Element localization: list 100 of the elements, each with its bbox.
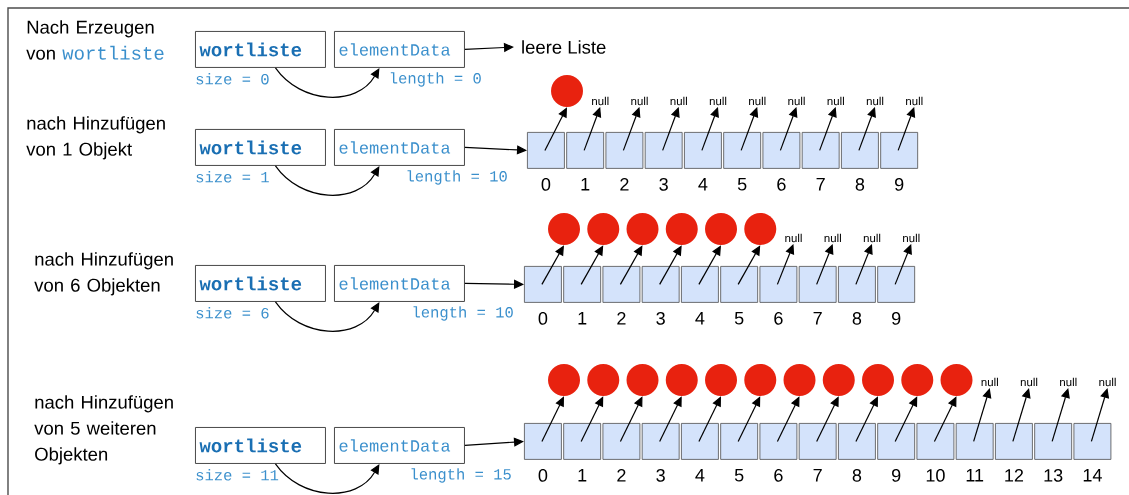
field-value: length = 0 [390, 72, 481, 87]
text-label: leere Liste [522, 40, 606, 54]
index-number: 3 [656, 312, 665, 325]
object-circle [783, 364, 816, 396]
index-number: 0 [538, 469, 548, 482]
arrow [855, 396, 878, 442]
object-circle [901, 364, 934, 396]
null-label: null [785, 233, 802, 243]
arrow [580, 245, 604, 285]
step-caption: nach Hinzufügen von 6 Objekten [34, 252, 173, 296]
object-circle [587, 213, 620, 245]
index-number: 5 [734, 312, 744, 325]
object-circle [744, 213, 777, 245]
null-label: null [1060, 377, 1077, 387]
null-label: null [981, 377, 998, 387]
null-label: null [906, 96, 923, 106]
object-circle [862, 364, 894, 396]
index-number: 2 [617, 312, 626, 325]
object-circle [705, 213, 737, 245]
index-number: 0 [538, 312, 548, 325]
arrow [580, 396, 604, 442]
curved-arrow [274, 301, 380, 332]
index-number: 4 [695, 469, 705, 482]
index-number: 7 [813, 312, 822, 325]
field-value: length = 10 [413, 306, 513, 321]
index-number: 1 [581, 178, 590, 191]
object-circle [626, 213, 659, 245]
null-label: null [709, 96, 727, 106]
arrow [698, 245, 721, 285]
null-label: null [1020, 377, 1038, 387]
index-number: 9 [895, 178, 904, 191]
arrow [544, 107, 567, 151]
arrow [894, 396, 918, 442]
arrow [776, 396, 800, 442]
arrow [737, 245, 761, 285]
step-caption: nach Hinzufügen von 5 weiteren Objekten [34, 395, 173, 465]
index-number: 14 [1083, 469, 1102, 482]
reference-box: elementData [334, 265, 465, 302]
variable-box: wortliste [195, 265, 326, 302]
index-number: 4 [695, 312, 705, 325]
object-circle [940, 364, 973, 396]
index-number: 9 [892, 469, 901, 482]
index-number: 9 [892, 312, 901, 325]
step-caption: nach Hinzufügen von 1 Objekt [26, 116, 165, 160]
arrow [619, 396, 643, 442]
field-value: length = 10 [407, 170, 507, 185]
object-circle [744, 364, 777, 396]
null-label: null [827, 96, 844, 106]
index-number: 13 [1044, 469, 1063, 482]
index-number: 1 [578, 312, 587, 325]
index-number: 5 [734, 469, 744, 482]
arrow [619, 245, 643, 285]
object-circle [665, 213, 698, 245]
index-number: 6 [774, 312, 783, 325]
object-circle [822, 364, 855, 396]
index-number: 2 [617, 469, 626, 482]
null-label: null [592, 96, 609, 106]
field-value: length = 15 [411, 468, 511, 483]
index-number: 8 [855, 178, 865, 191]
arrow [464, 279, 524, 289]
field-value: size = 11 [196, 469, 279, 481]
index-number: 1 [578, 469, 587, 482]
arrow [737, 396, 761, 442]
object-circle [587, 364, 620, 396]
object-circle [548, 213, 580, 245]
curved-arrow [274, 67, 380, 98]
object-circle [665, 364, 698, 396]
variable-box: wortliste [195, 129, 326, 166]
object-circle [548, 364, 580, 396]
null-label: null [903, 233, 920, 243]
step-caption: Nach Erzeugen von wortliste [26, 20, 164, 60]
index-number: 6 [774, 469, 783, 482]
reference-box: elementData [334, 31, 465, 68]
index-number: 12 [1005, 469, 1023, 482]
index-number: 0 [541, 178, 551, 191]
field-value: size = 6 [196, 307, 269, 319]
arrow [541, 245, 564, 285]
object-circle [705, 364, 737, 396]
null-label: null [863, 233, 881, 243]
null-label: null [631, 96, 648, 106]
null-label: null [788, 96, 805, 106]
index-number: 3 [659, 178, 668, 191]
index-number: 7 [813, 469, 822, 482]
field-value: size = 1 [196, 171, 269, 183]
variable-box: wortliste [195, 427, 326, 464]
index-number: 7 [816, 178, 825, 191]
reference-box: elementData [334, 129, 465, 166]
null-label: null [824, 233, 841, 243]
field-value: size = 0 [196, 73, 269, 85]
arrow [659, 396, 682, 442]
null-label: null [749, 96, 766, 106]
curved-arrow [274, 463, 380, 494]
arrow [464, 437, 524, 447]
arrow [933, 396, 957, 442]
index-number: 8 [852, 312, 862, 325]
arrow [659, 245, 682, 285]
index-number: 6 [777, 178, 786, 191]
object-circle [551, 75, 583, 107]
index-number: 3 [656, 469, 665, 482]
null-label: null [670, 96, 687, 106]
